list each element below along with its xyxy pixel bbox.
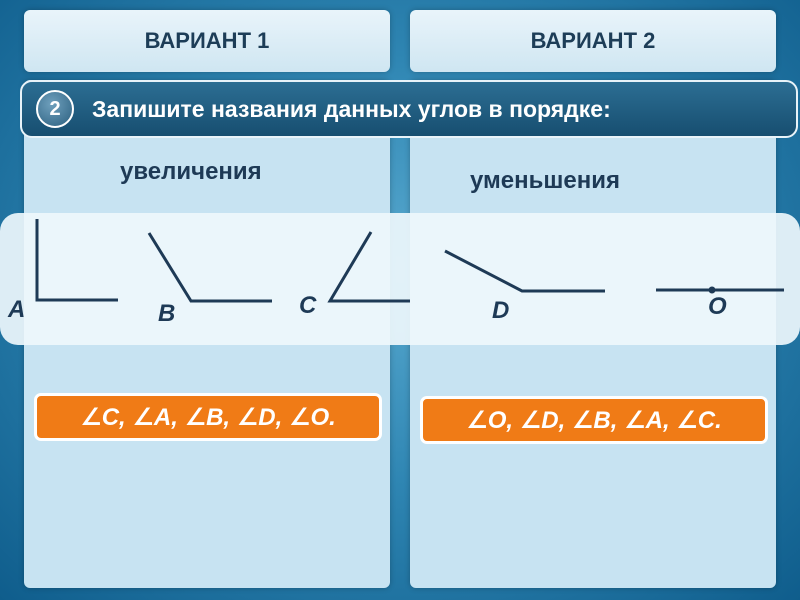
variant2-header: ВАРИАНТ 2 — [410, 10, 776, 72]
angle-c-lines — [327, 231, 410, 303]
variant1-answer: ∠C, ∠A, ∠B, ∠D, ∠O. — [34, 393, 382, 441]
increase-label: увеличения — [120, 158, 262, 185]
angle-b-label: B — [158, 300, 176, 327]
angle-c-label: C — [299, 292, 317, 319]
angle-b-lines — [147, 232, 272, 303]
variant1-header: ВАРИАНТ 1 — [24, 10, 390, 72]
task-bar: 2 Запишите названия данных углов в поряд… — [20, 80, 798, 138]
angle-d-label: D — [492, 297, 510, 324]
angle-a-label: A — [8, 296, 26, 323]
variant2-answer: ∠O, ∠D, ∠B, ∠A, ∠C. — [420, 396, 768, 444]
variant2-title: ВАРИАНТ 2 — [530, 28, 656, 53]
variant1-title: ВАРИАНТ 1 — [144, 28, 270, 53]
angles-band — [0, 213, 800, 345]
angle-o-label: O — [708, 293, 727, 320]
task-number-badge: 2 — [36, 90, 74, 128]
angle-a-lines — [35, 219, 118, 302]
angle-o-vertex — [708, 286, 716, 294]
decrease-label: уменьшения — [470, 167, 620, 194]
angle-d-lines — [444, 249, 605, 293]
task-text: Запишите названия данных углов в порядке… — [92, 95, 611, 122]
